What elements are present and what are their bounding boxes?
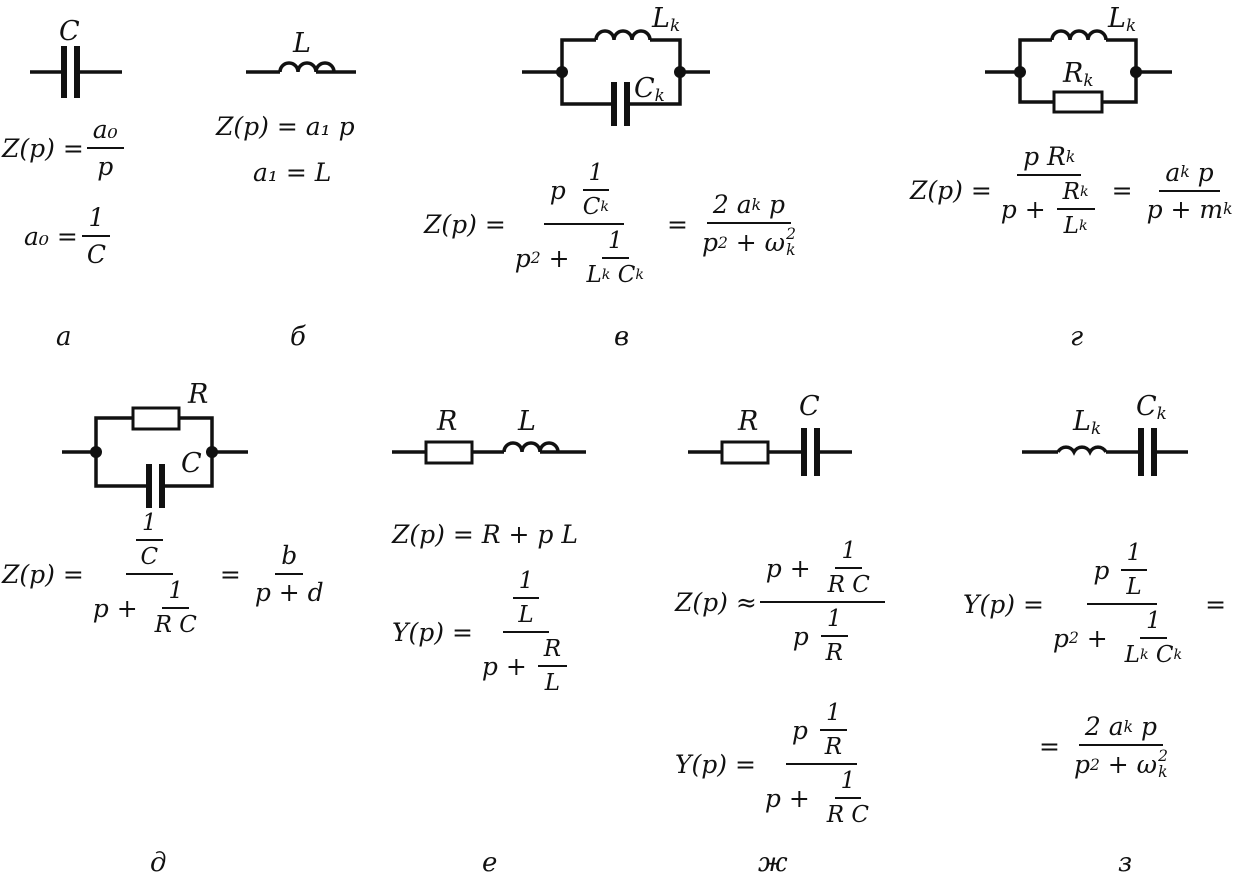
- circuit-z-series-lc: [1022, 428, 1188, 476]
- circuit-zh-series-rc: [688, 428, 852, 476]
- panel-label-zh: ж: [758, 848, 788, 878]
- label-r-e: R: [437, 406, 458, 437]
- panel-label-e: е: [482, 848, 498, 878]
- label-c-d: C: [181, 448, 202, 479]
- panel-label-z: з: [1118, 848, 1133, 878]
- formula-e-z: Z(p) = R + p L: [392, 520, 578, 549]
- circuit-v-parallel-lc: [522, 29, 710, 126]
- label-lk-g: Lk: [1108, 3, 1137, 36]
- label-r-d: R: [188, 379, 209, 410]
- circuit-a-capacitor: [30, 46, 122, 98]
- panel-label-v: в: [614, 322, 630, 352]
- label-l-b: L: [293, 28, 311, 59]
- panel-label-b: б: [290, 322, 306, 352]
- label-rk-g: Rk: [1063, 58, 1094, 91]
- label-ck-v: Ck: [634, 73, 665, 106]
- label-lk-v: Lk: [652, 3, 681, 36]
- label-ck-z: Ck: [1136, 391, 1167, 424]
- panel-label-d: д: [150, 848, 167, 878]
- formula-b-coef: a₁ = L: [253, 158, 332, 187]
- label-c-zh: C: [799, 391, 820, 422]
- formula-b-z: Z(p) = a₁ p: [216, 112, 355, 141]
- label-l-e: L: [518, 406, 536, 437]
- circuit-b-inductor: [246, 61, 356, 74]
- panel-label-g: г: [1070, 322, 1084, 352]
- label-c-a: C: [59, 16, 80, 47]
- label-lk-z: Lk: [1073, 406, 1102, 439]
- panel-label-a: а: [56, 322, 72, 352]
- circuit-d-parallel-rc: [62, 406, 248, 508]
- label-r-zh: R: [738, 406, 759, 437]
- circuit-g-parallel-lr: [985, 29, 1172, 114]
- circuit-e-series-rl: [392, 440, 586, 465]
